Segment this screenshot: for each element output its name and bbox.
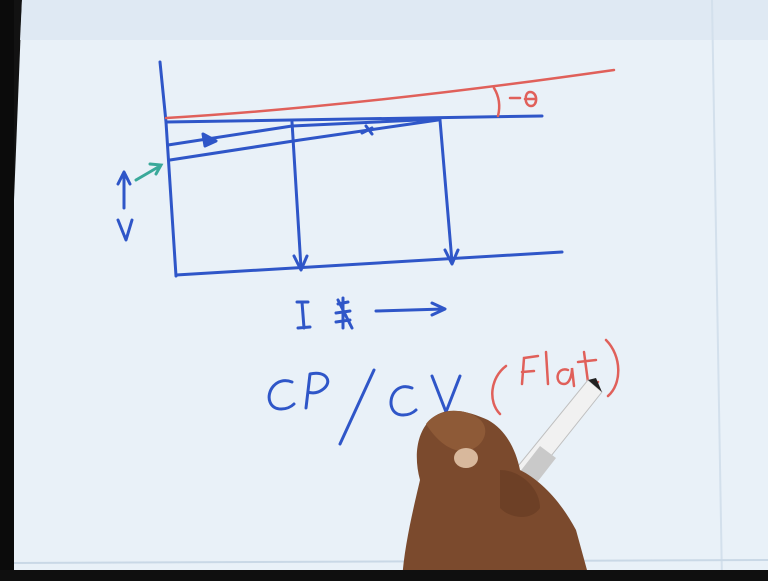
fingernail: [454, 448, 478, 468]
frame-left-edge: [0, 0, 14, 581]
frame-bottom-edge: [0, 570, 768, 581]
sweep-arrow-line: [376, 309, 444, 311]
paper-sheet: [10, 0, 768, 581]
paper-shade: [20, 0, 768, 40]
